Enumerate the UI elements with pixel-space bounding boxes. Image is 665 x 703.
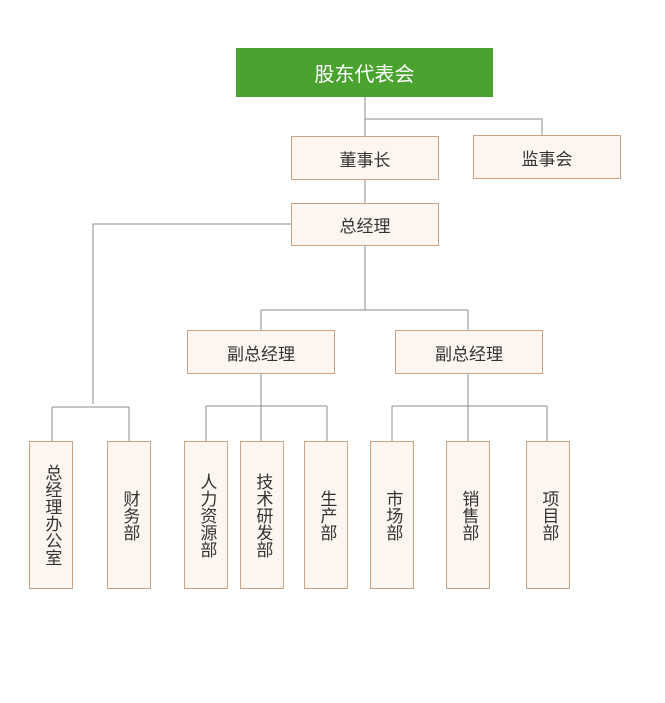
shareholders-meeting-node: 股东代表会 (236, 48, 493, 97)
dept-marketing-node: 市场部 (370, 441, 414, 589)
dept-sales-node: 销售部 (446, 441, 490, 589)
supervisory-board-node: 监事会 (473, 135, 621, 179)
chairman-node: 董事长 (291, 136, 439, 180)
dept-gm-office-node: 总经理办公室 (29, 441, 73, 589)
dept-rnd-node: 技术研发部 (240, 441, 284, 589)
dept-production-node: 生产部 (304, 441, 348, 589)
deputy-gm-node-1: 副总经理 (187, 330, 335, 374)
dept-projects-node: 项目部 (526, 441, 570, 589)
general-manager-node: 总经理 (291, 203, 439, 246)
dept-hr-node: 人力资源部 (184, 441, 228, 589)
dept-finance-node: 财务部 (107, 441, 151, 589)
deputy-gm-node-2: 副总经理 (395, 330, 543, 374)
